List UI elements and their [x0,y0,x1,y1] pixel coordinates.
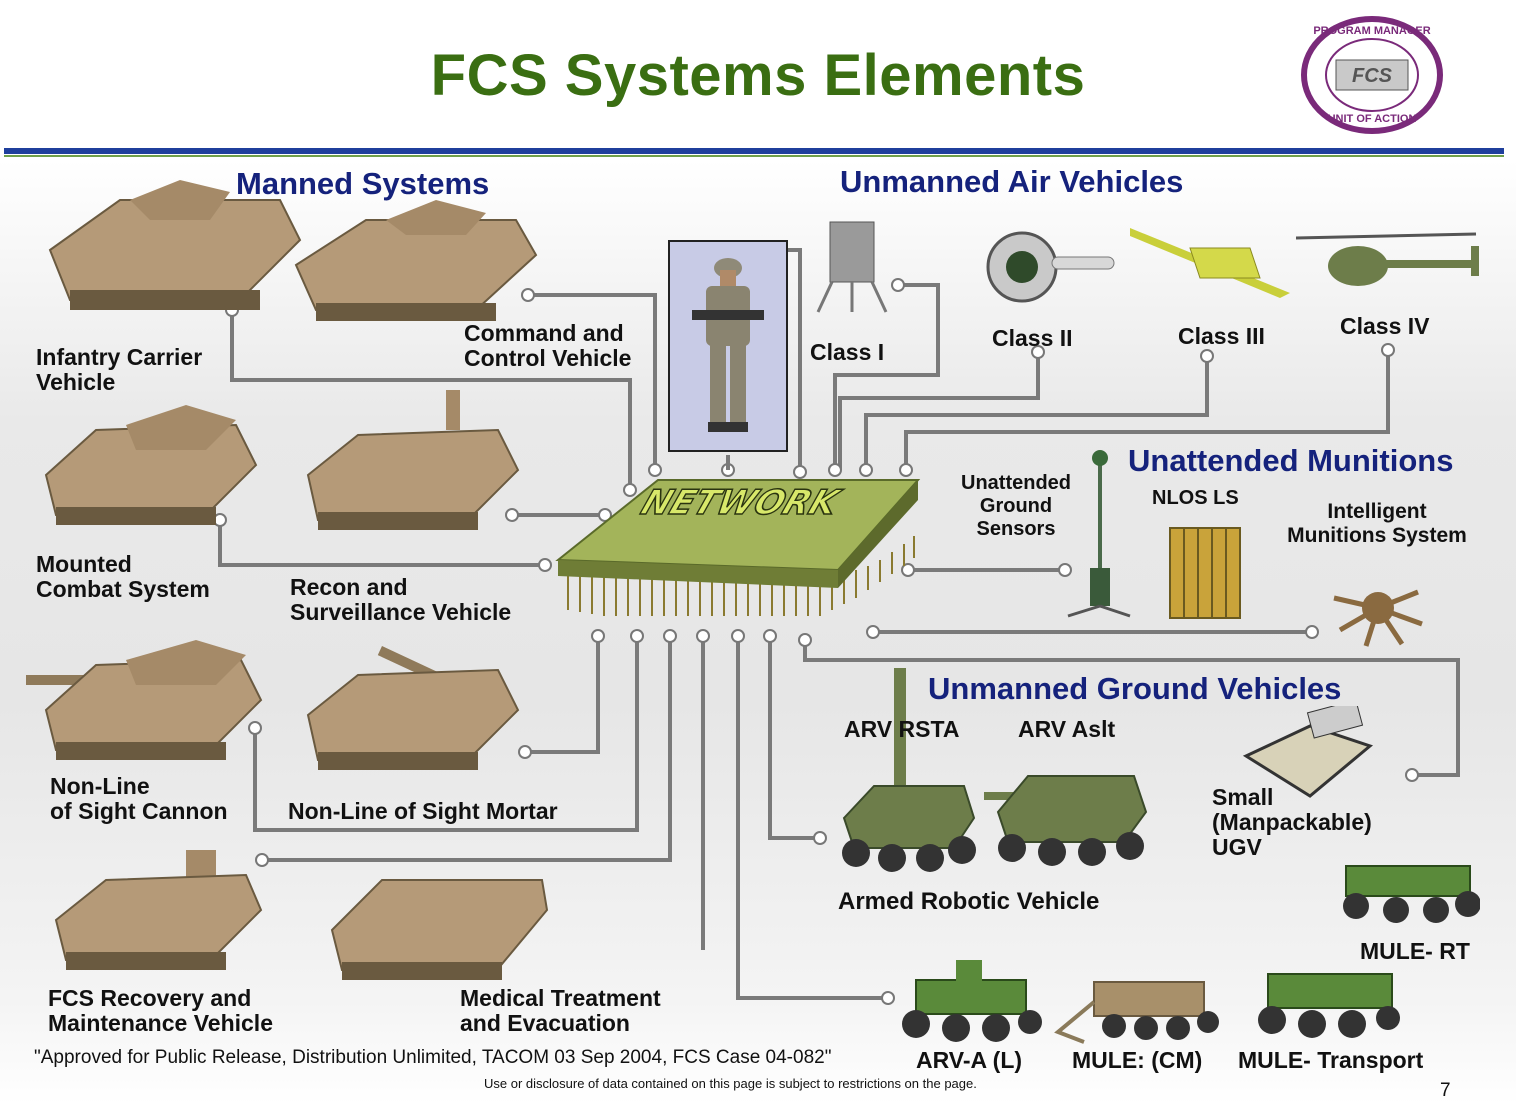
network-label: NETWORK [636,483,847,523]
mule-cm-label: MULE: (CM) [1072,1047,1203,1073]
arv-a-label: ARV-A (L) [916,1047,1023,1073]
arv-label: Armed Robotic Vehicle [838,888,1100,915]
mule-rt-icon [1343,865,1480,923]
arv-rsta-icon [842,668,976,872]
nlos-cannon-icon [26,640,263,760]
page-number: 7 [1440,1080,1451,1101]
medical-vehicle-icon [330,879,549,980]
ugs-label: Unattended Ground Sensors [961,472,1071,540]
class-iii-label: Class III [1178,323,1265,349]
ground-sensor-icon [1067,450,1131,618]
frmv-label: FCS Recovery and Maintenance Vehicle [48,985,273,1036]
class-iv-label: Class IV [1340,313,1430,339]
header-rule [4,148,1504,154]
header-rule-accent [4,155,1504,157]
class-i-uav-icon [816,221,888,313]
nlos-ls-label: NLOS LS [1152,487,1239,509]
class-iii-uav-icon [1130,228,1290,298]
soldier-icon [668,240,788,452]
manned-systems-heading: Manned Systems [236,166,490,201]
infantry-carrier-vehicle-icon [48,180,302,310]
svg-text:UNIT OF ACTION: UNIT OF ACTION [1328,113,1417,125]
class-iv-uav-icon [1296,232,1479,286]
page-title: FCS Systems Elements [430,43,1086,108]
nlos-cannon-label: Non-Line of Sight Cannon [50,773,228,824]
mounted-combat-system-icon [44,405,258,525]
arv-assault-label: ARV Aslt [1018,716,1116,742]
icv-label: Infantry Carrier Vehicle [36,344,203,395]
unattended-munitions-heading: Unattended Munitions [1128,443,1454,478]
unmanned-ground-vehicles-heading: Unmanned Ground Vehicles [928,671,1342,706]
intelligent-munitions-icon [1333,589,1423,647]
svg-text:PROGRAM MANAGER: PROGRAM MANAGER [1313,25,1430,37]
recovery-maintenance-vehicle-icon [54,850,263,970]
nlos-mortar-icon [306,646,520,770]
network-chip-icon: NETWORK [555,479,921,616]
c2v-label: Command and Control Vehicle [464,320,632,371]
program-manager-seal-icon: FCS PROGRAM MANAGER UNIT OF ACTION [1301,16,1443,134]
arv-assault-icon [984,775,1148,866]
nlos-mortar-label: Non-Line of Sight Mortar [288,798,558,824]
nlos-ls-launcher-icon [1169,527,1241,619]
mule-cm-icon [1054,981,1219,1044]
rsv-label: Recon and Surveillance Vehicle [290,574,512,625]
release-statement: "Approved for Public Release, Distributi… [34,1047,832,1068]
arv-rsta-label: ARV RSTA [844,716,960,742]
mcs-label: Mounted Combat System [36,551,210,602]
disclosure-notice: Use or disclosure of data contained on t… [484,1076,977,1091]
recon-surveillance-vehicle-icon [306,390,520,530]
ims-label: Intelligent Munitions System [1287,500,1467,547]
command-control-vehicle-icon [294,200,538,321]
mule-transport-icon [1258,973,1400,1038]
unmanned-air-vehicles-heading: Unmanned Air Vehicles [840,164,1184,199]
mule-transport-label: MULE- Transport [1238,1047,1424,1073]
class-i-label: Class I [810,339,885,365]
small-ugv-icon [1242,706,1374,798]
svg-text:FCS: FCS [1352,65,1393,87]
mule-rt-label: MULE- RT [1360,938,1470,964]
medical-label: Medical Treatment and Evacuation [460,985,661,1036]
arv-a-light-icon [902,960,1042,1042]
class-ii-uav-icon [986,231,1115,303]
small-ugv-label: Small (Manpackable) UGV [1212,784,1372,860]
class-ii-label: Class II [992,325,1073,351]
